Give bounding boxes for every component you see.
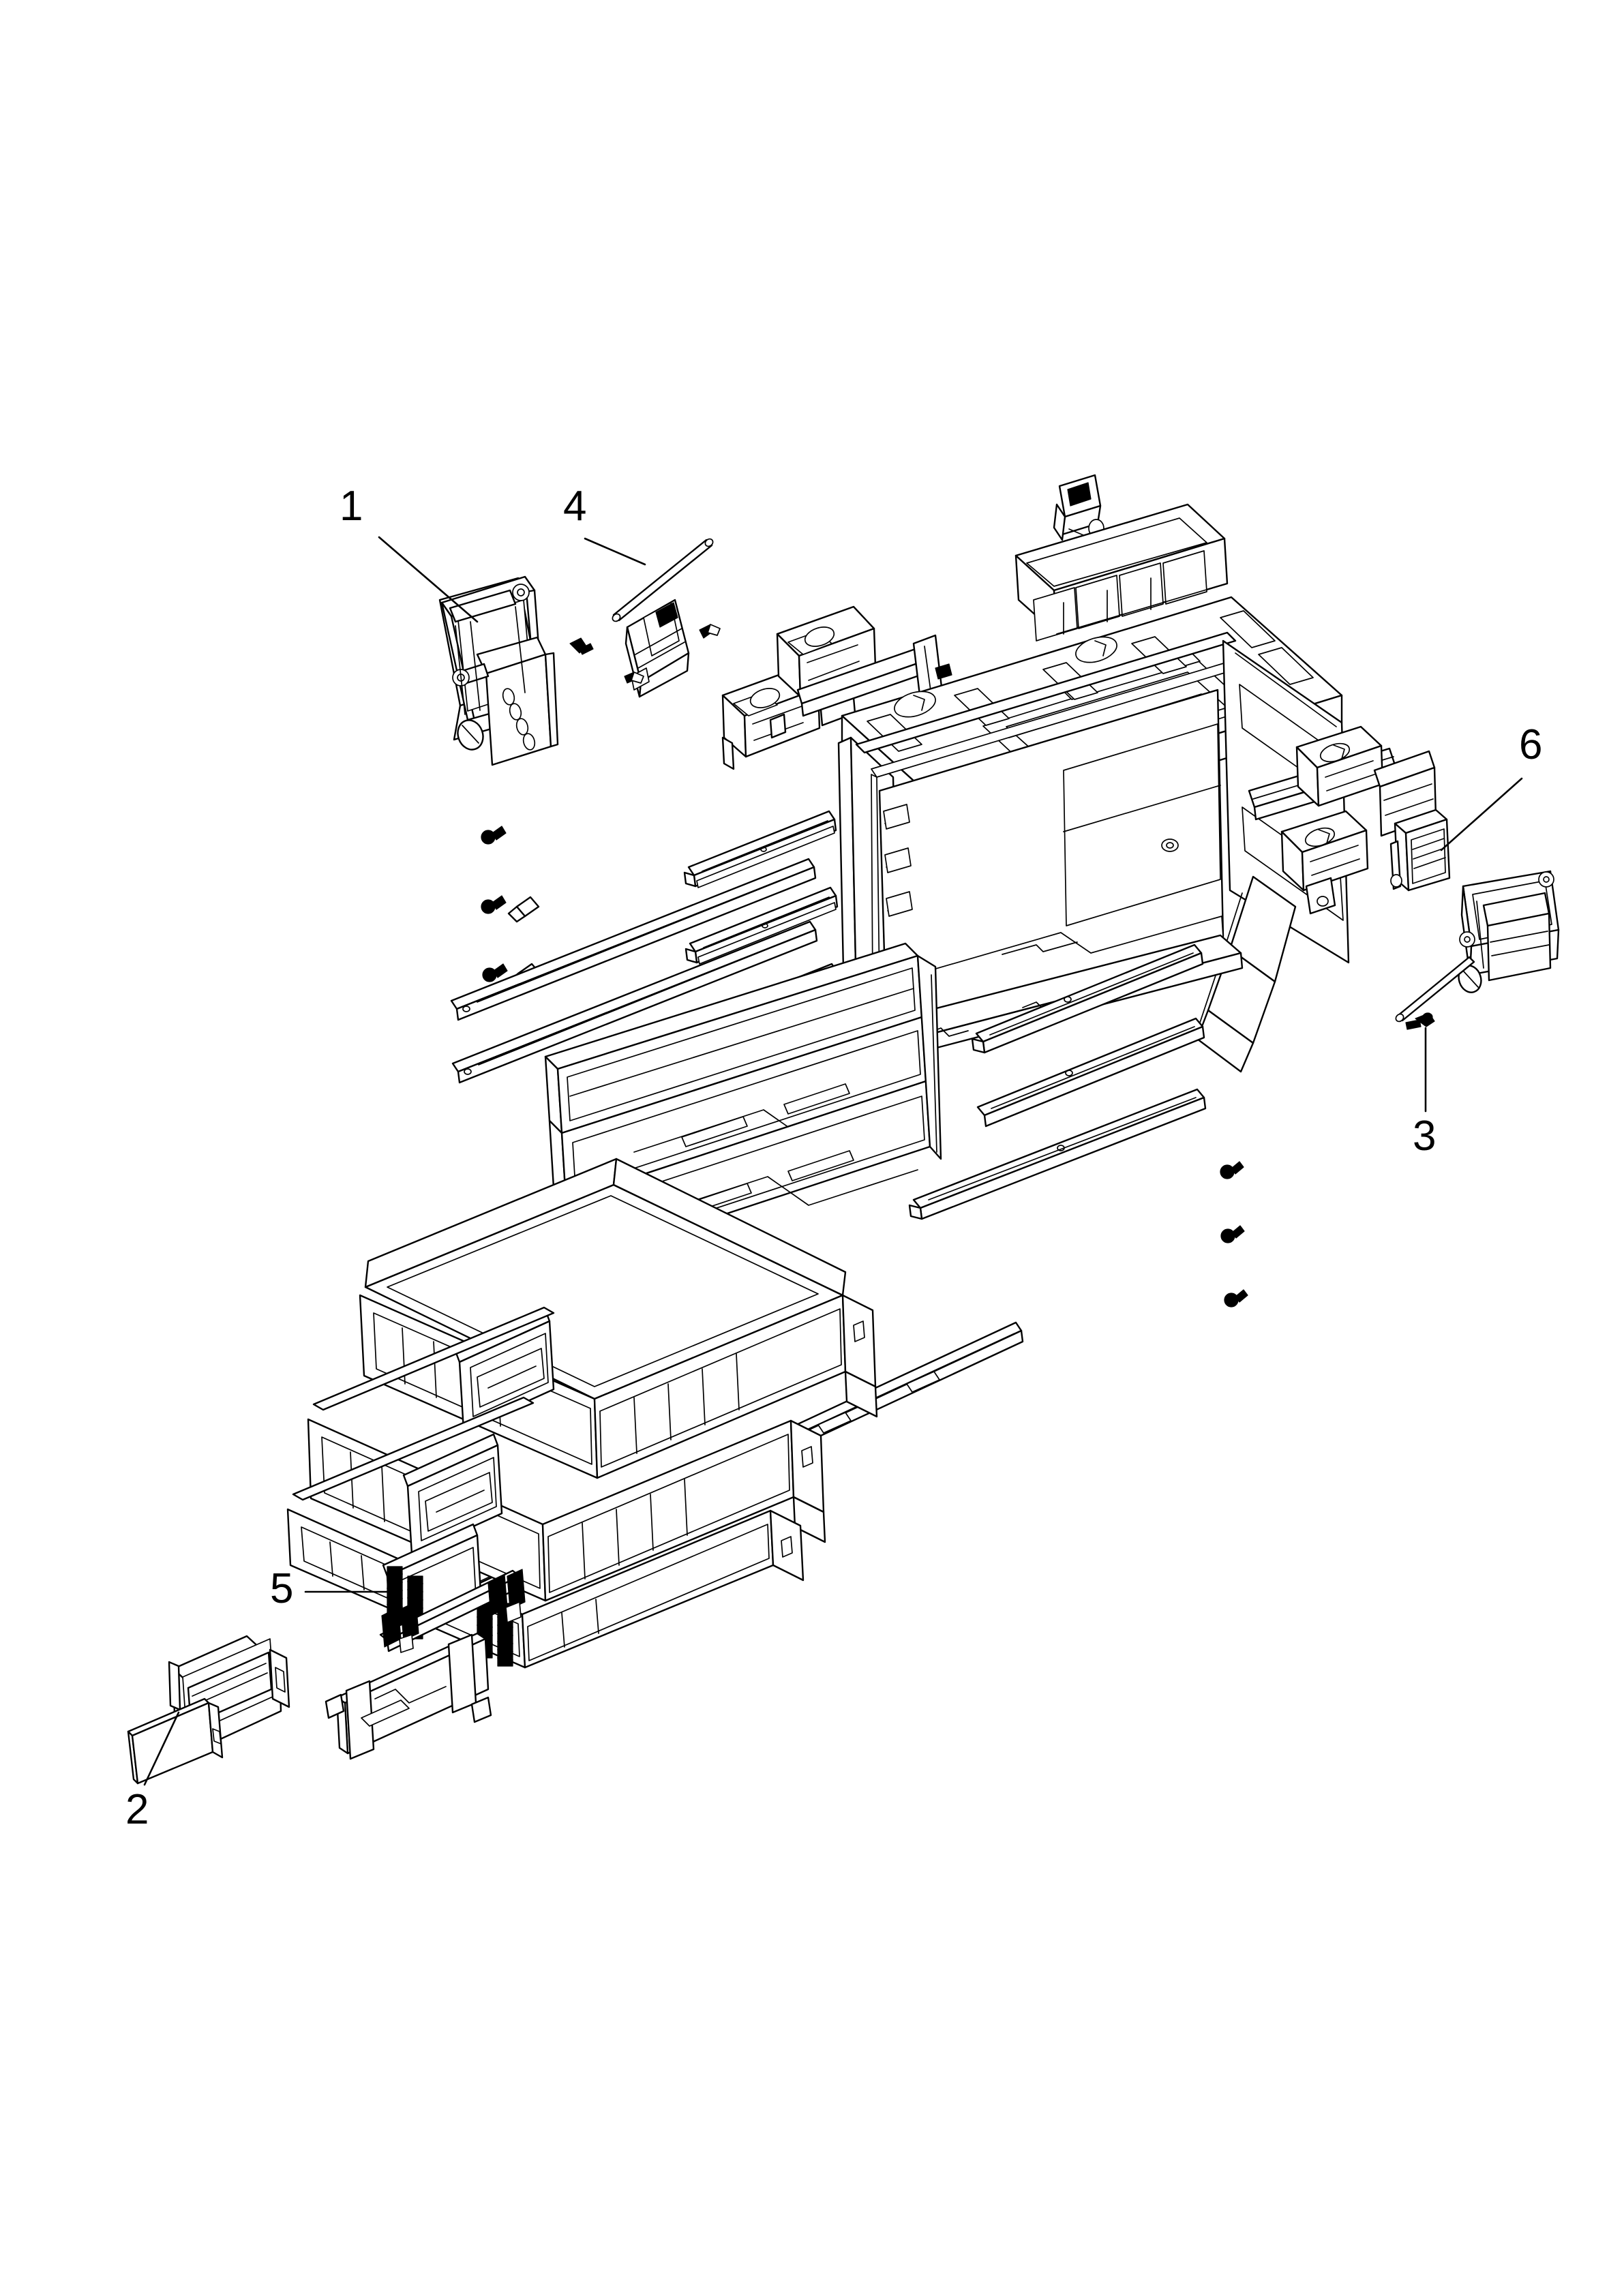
part-bottom-cross-brace	[325, 1632, 492, 1760]
part-right-handle-assembly	[1458, 870, 1560, 993]
part-side-vent-cover	[1389, 809, 1451, 892]
drawer-slide-rails-inner	[908, 943, 1207, 1220]
screw	[624, 671, 644, 684]
part-hinge-rod-right	[1395, 956, 1475, 1023]
part-pin-clip	[1405, 1012, 1435, 1030]
leader-4	[584, 537, 646, 566]
part-handle-assembly	[438, 575, 559, 766]
screw	[482, 963, 508, 982]
callout-label-5: 5	[270, 1565, 294, 1612]
drawer-box-3	[307, 1306, 826, 1602]
part-top-tray-insert	[1014, 503, 1229, 641]
part-rear-handle-frame	[1248, 725, 1437, 915]
drawer-box-2	[359, 1158, 878, 1479]
leader-6	[1440, 777, 1523, 851]
screw	[569, 637, 594, 655]
callout-label-6: 6	[1519, 721, 1543, 768]
screw	[1224, 1289, 1248, 1308]
part-hinge-rod-upper	[612, 538, 714, 622]
screw	[481, 826, 507, 845]
screw	[699, 624, 721, 639]
part-latch-bracket-upper	[625, 599, 690, 698]
leader-2	[143, 1711, 180, 1786]
screw	[1220, 1161, 1244, 1179]
callout-leaders	[143, 536, 1523, 1786]
screw	[1220, 1225, 1245, 1243]
leader-1	[378, 536, 479, 623]
part-bottom-latch-bar	[379, 1569, 526, 1653]
callout-label-1: 1	[340, 483, 363, 530]
callout-label-2: 2	[125, 1786, 149, 1833]
screw-group-right	[1220, 1161, 1248, 1308]
dowel-pin	[507, 896, 540, 923]
part-front-trim-plate	[127, 1697, 224, 1785]
callout-label-3: 3	[1413, 1113, 1437, 1160]
screw	[481, 895, 507, 914]
drawer-slide-rails-left	[450, 858, 818, 1084]
callout-label-4: 4	[563, 483, 587, 530]
part-small-clip-top	[1053, 474, 1104, 541]
screw-group-handle	[569, 624, 721, 684]
